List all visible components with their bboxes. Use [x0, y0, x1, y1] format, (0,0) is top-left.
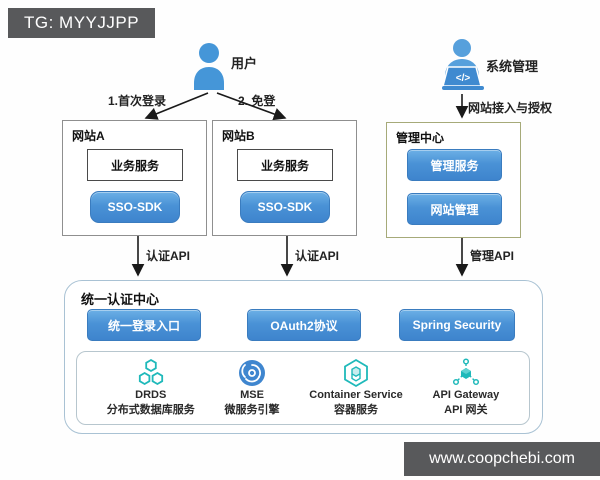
- infra-services-box: DRDS 分布式数据库服务 MSE 微服务引: [76, 351, 530, 425]
- admin-label: 系统管理: [486, 59, 539, 74]
- service-name: MSE: [240, 389, 264, 402]
- edge-site-access: 网站接入与授权: [468, 101, 553, 115]
- admin-center-title: 管理中心: [396, 131, 445, 145]
- service-gateway: API Gateway API 网关: [432, 358, 500, 418]
- edge-auth-api-b: 认证API: [295, 249, 340, 263]
- gateway-icon: [451, 358, 481, 388]
- edge-manage-api: 管理API: [470, 249, 515, 263]
- service-desc: 微服务引擎: [224, 404, 280, 416]
- site-a-title: 网站A: [72, 129, 105, 143]
- hexagons-icon: [136, 358, 166, 388]
- site-b-sso-sdk-button[interactable]: SSO-SDK: [240, 191, 330, 223]
- spiral-icon: [237, 358, 267, 388]
- edge-free-login: 2. 免登: [238, 94, 276, 108]
- site-manage-button[interactable]: 网站管理: [407, 193, 502, 225]
- edge-auth-api-a: 认证API: [146, 249, 191, 263]
- container-icon: [341, 358, 371, 388]
- service-desc: 容器服务: [334, 404, 379, 416]
- oauth2-button[interactable]: OAuth2协议: [247, 309, 361, 341]
- svg-text:</>: </>: [456, 73, 471, 84]
- watermark-text: www.coopchebi.com: [429, 450, 575, 467]
- service-desc: 分布式数据库服务: [106, 404, 195, 416]
- tg-badge-text: TG: MYYJJPP: [24, 13, 140, 32]
- site-a-service-box: 业务服务: [87, 149, 183, 181]
- service-desc: API 网关: [444, 404, 488, 416]
- auth-center-title: 统一认证中心: [81, 292, 160, 307]
- user-icon: [188, 42, 230, 90]
- service-name: Container Service: [309, 389, 403, 402]
- tg-badge: TG: MYYJJPP: [8, 8, 156, 38]
- auth-center-box: 统一认证中心 统一登录入口 OAuth2协议 Spring Security D…: [64, 280, 543, 434]
- site-b-service-box: 业务服务: [237, 149, 333, 181]
- site-a-sso-sdk-button[interactable]: SSO-SDK: [90, 191, 180, 223]
- site-b-box: 网站B 业务服务 SSO-SDK: [212, 120, 357, 236]
- watermark-bar: www.coopchebi.com: [404, 442, 600, 476]
- service-name: API Gateway: [432, 389, 500, 402]
- service-drds: DRDS 分布式数据库服务: [107, 358, 195, 418]
- admin-service-button[interactable]: 管理服务: [407, 149, 502, 181]
- edge-first-login: 1.首次登录: [108, 94, 167, 108]
- admin-icon: </>: [436, 38, 490, 94]
- user-label: 用户: [231, 56, 258, 71]
- site-a-box: 网站A 业务服务 SSO-SDK: [62, 120, 207, 236]
- service-name: DRDS: [135, 389, 167, 402]
- admin-center-box: 管理中心 管理服务 网站管理: [386, 122, 521, 238]
- unified-login-button[interactable]: 统一登录入口: [87, 309, 201, 341]
- spring-security-button[interactable]: Spring Security: [399, 309, 515, 341]
- site-b-title: 网站B: [222, 129, 255, 143]
- service-container: Container Service 容器服务: [309, 358, 403, 418]
- service-mse: MSE 微服务引擎: [225, 358, 280, 418]
